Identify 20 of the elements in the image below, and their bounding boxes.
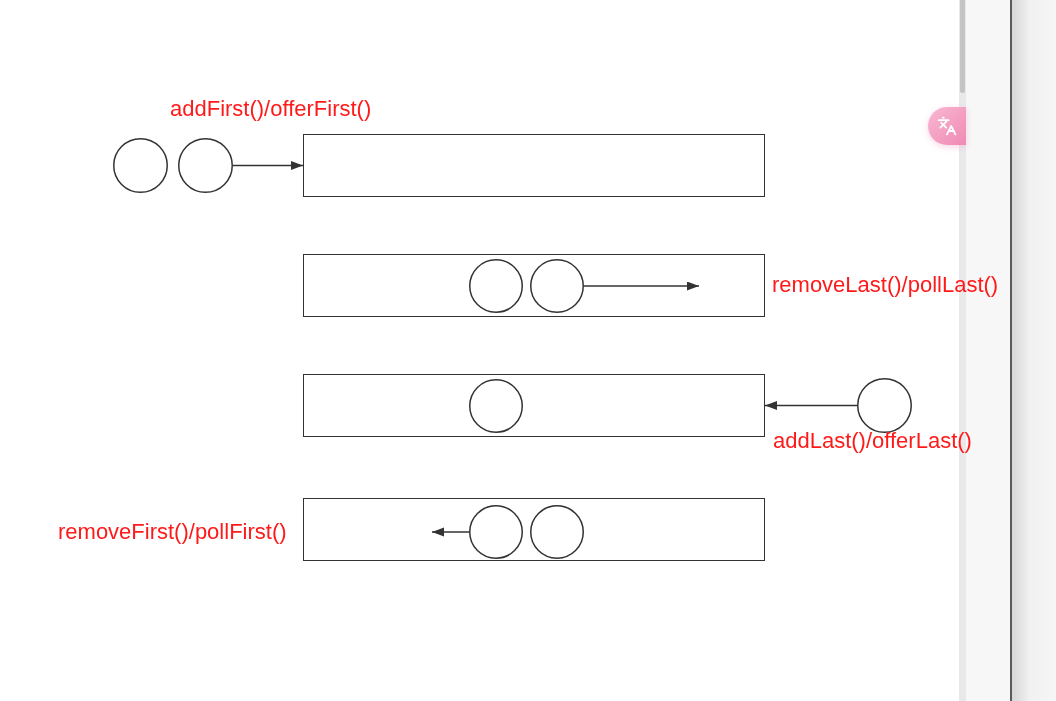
- element-circle: [468, 504, 523, 559]
- queue-box: [303, 374, 765, 437]
- arrow: [764, 401, 858, 410]
- method-label: addLast()/offerLast(): [773, 430, 972, 452]
- element-circle: [857, 378, 912, 433]
- element-circle: [178, 138, 233, 193]
- method-label: removeLast()/pollLast(): [772, 274, 999, 296]
- element-circle: [113, 138, 168, 193]
- method-label: removeFirst()/pollFirst(): [58, 521, 287, 543]
- element-circle: [468, 258, 523, 313]
- arrow: [431, 527, 470, 537]
- arrow: [232, 161, 304, 170]
- element-circle: [529, 504, 584, 559]
- element-circle: [529, 258, 584, 313]
- element-circle: [468, 378, 523, 433]
- queue-box: [303, 254, 765, 317]
- arrow: [583, 281, 700, 291]
- queue-box: [303, 134, 765, 197]
- method-label: addFirst()/offerFirst(): [170, 98, 372, 120]
- queue-box: [303, 498, 765, 561]
